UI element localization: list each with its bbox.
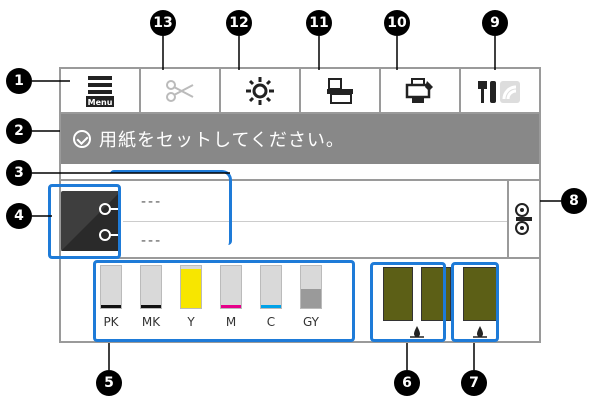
- ink-label: C: [266, 315, 276, 329]
- ink-level-fill: [261, 304, 281, 308]
- media-line-2[interactable]: ---: [123, 222, 507, 260]
- maintenance-box: [383, 267, 413, 321]
- media-highlight-box: [48, 184, 121, 259]
- scissors-icon: [166, 79, 194, 102]
- callout-4: 4: [6, 203, 32, 229]
- callout-13: 13: [150, 10, 176, 36]
- brightness-button[interactable]: [221, 69, 301, 112]
- ink-cartridge: GY: [299, 265, 323, 329]
- ink-cartridge-group[interactable]: PK MK Y M C GY: [91, 265, 331, 329]
- roll-paper-button[interactable]: [507, 181, 539, 257]
- ink-level-fill: [141, 304, 161, 308]
- ink-cartridge: C: [259, 265, 283, 329]
- callout-7: 7: [461, 370, 487, 396]
- ink-level-fill: [221, 304, 241, 308]
- callout-12: 12: [226, 10, 252, 36]
- maintenance-highlight-box-2: [451, 262, 499, 342]
- menu-icon: Menu: [86, 75, 114, 107]
- paper-feed-button[interactable]: [301, 69, 381, 112]
- media-info-highlight-line: [110, 170, 232, 245]
- printer-maintenance-icon: [405, 77, 433, 103]
- callout-5: 5: [96, 370, 122, 396]
- maintenance-box-group-1[interactable]: [379, 267, 455, 339]
- ink-status-area: PK MK Y M C GY: [61, 259, 539, 341]
- ink-level-fill: [181, 269, 201, 308]
- ink-cartridge: PK: [99, 265, 123, 329]
- callout-3: 3: [6, 160, 32, 186]
- callout-6: 6: [394, 370, 420, 396]
- ink-label: PK: [103, 315, 119, 329]
- callout-8: 8: [561, 188, 587, 214]
- ink-tank: [140, 265, 162, 309]
- ink-tank: [300, 265, 322, 309]
- ink-cartridge: MK: [139, 265, 163, 329]
- ink-tank: [260, 265, 282, 309]
- cut-button[interactable]: [141, 69, 221, 112]
- status-message-bar: 用紙をセットしてください。: [61, 114, 539, 164]
- ink-label: Y: [187, 315, 195, 329]
- roll-paper-icon: [515, 203, 532, 235]
- maintenance-button[interactable]: [381, 69, 461, 112]
- ink-level-fill: [301, 289, 321, 308]
- media-line-1-value: ---: [141, 194, 163, 210]
- ink-highlight-box: [93, 260, 355, 342]
- ink-level-fill: [101, 304, 121, 308]
- media-line-1[interactable]: ---: [123, 183, 507, 222]
- paper-feed-icon: [327, 77, 353, 104]
- ink-label: M: [225, 315, 237, 329]
- toolbar: Menu: [61, 69, 539, 114]
- sun-icon: [246, 76, 274, 105]
- callout-10: 10: [384, 10, 410, 36]
- ink-cartridge: M: [219, 265, 243, 329]
- media-line-2-value: ---: [141, 233, 163, 249]
- ink-tank: [220, 265, 242, 309]
- ink-label: MK: [141, 315, 161, 329]
- callout-2: 2: [6, 118, 32, 144]
- callout-9: 9: [482, 10, 508, 36]
- ink-cartridge: Y: [179, 265, 203, 329]
- ink-tank: [180, 265, 202, 309]
- ink-drop-icon: [473, 326, 487, 338]
- printer-panel-screen: Menu: [59, 67, 541, 343]
- maintenance-box: [421, 267, 451, 321]
- callout-11: 11: [306, 10, 332, 36]
- ink-label: GY: [302, 315, 320, 329]
- ink-drop-icon: [410, 326, 424, 338]
- status-message: 用紙をセットしてください。: [99, 130, 345, 151]
- network-settings-button[interactable]: [461, 69, 539, 112]
- menu-label: Menu: [88, 98, 113, 107]
- ink-tank: [100, 265, 122, 309]
- menu-button[interactable]: Menu: [61, 69, 141, 112]
- maintenance-highlight-box-1: [370, 262, 446, 342]
- check-circle-icon: [73, 130, 91, 148]
- callout-1: 1: [6, 68, 32, 94]
- tools-wireless-icon: [478, 80, 520, 103]
